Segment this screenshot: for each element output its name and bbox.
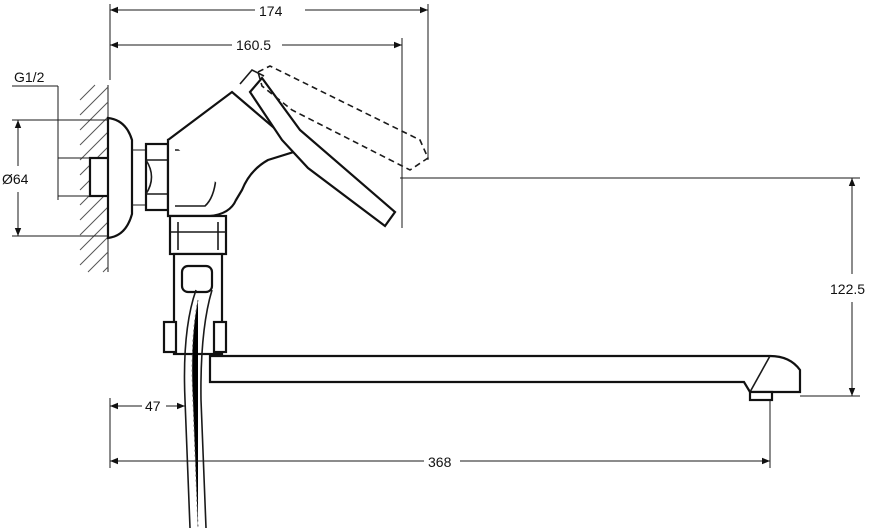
dim-368: 368 bbox=[110, 400, 771, 470]
dim-47-label: 47 bbox=[145, 398, 161, 414]
dim-thread: G1/2 bbox=[12, 69, 90, 200]
lever-dashed bbox=[257, 65, 430, 171]
dim-368-label: 368 bbox=[428, 454, 452, 470]
hex-nut bbox=[144, 142, 170, 212]
dim-diameter: Ø64 bbox=[2, 119, 108, 237]
diameter-label: Ø64 bbox=[2, 171, 29, 187]
dim-122-5: 122.5 bbox=[400, 177, 865, 397]
wall-flange bbox=[88, 116, 148, 240]
dim-174: 174 bbox=[109, 3, 429, 160]
shower-hose bbox=[183, 289, 213, 528]
dim-47: 47 bbox=[109, 398, 185, 468]
lever-solid bbox=[239, 69, 397, 228]
dim-122-5-label: 122.5 bbox=[830, 281, 865, 297]
dim-160-5: 160.5 bbox=[110, 37, 403, 228]
dim-160-5-label: 160.5 bbox=[236, 37, 271, 53]
dim-174-label: 174 bbox=[259, 3, 283, 19]
spout bbox=[208, 354, 802, 402]
wall-hatching bbox=[79, 84, 109, 273]
thread-label: G1/2 bbox=[14, 69, 45, 85]
